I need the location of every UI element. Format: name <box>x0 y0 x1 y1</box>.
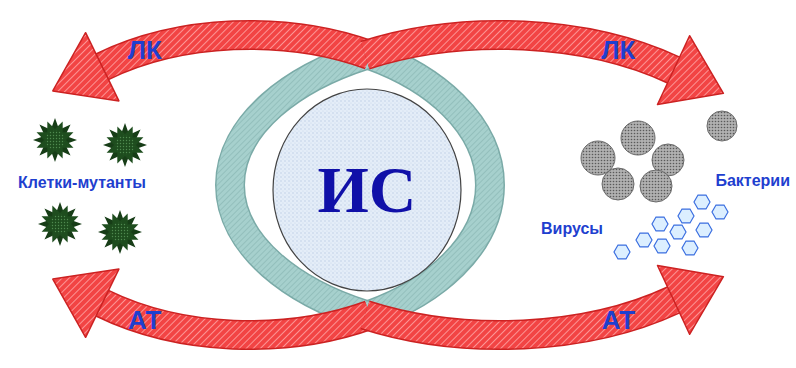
arrow-label: АТ <box>128 306 161 335</box>
virus <box>682 241 698 255</box>
arrow-band <box>102 303 370 335</box>
cell-label: Бактерии <box>715 172 790 190</box>
system-ellipse: ИС <box>272 88 462 292</box>
virus <box>636 233 652 247</box>
arrow-head <box>53 33 119 101</box>
curved-arrow <box>365 266 723 336</box>
arrow-band <box>102 35 370 67</box>
arrow-band <box>365 300 674 335</box>
curved-arrow <box>365 35 723 105</box>
mutant-cell <box>29 114 81 166</box>
loop-arrows <box>53 33 724 338</box>
bacterium <box>621 121 655 155</box>
virus <box>712 205 728 219</box>
arrow-head <box>53 269 119 337</box>
cell-label: Вирусы <box>541 220 603 238</box>
bacterium <box>707 111 737 141</box>
bacteria <box>581 111 737 202</box>
arrow-head <box>658 36 724 105</box>
arrow-label: ЛК <box>601 36 635 65</box>
arrow-head <box>658 266 724 335</box>
ellipse-shape <box>273 89 461 291</box>
cell-label: Клетки-мутанты <box>18 174 146 192</box>
virus <box>694 195 710 209</box>
curved-arrow <box>53 33 370 101</box>
arrow-band <box>365 300 674 335</box>
bacterium <box>602 168 634 200</box>
arrow-label: АТ <box>602 306 635 335</box>
virus <box>614 245 630 259</box>
bacterium <box>640 170 672 202</box>
arrow-band <box>102 303 370 335</box>
virus <box>678 209 694 223</box>
arrow-band <box>365 35 674 70</box>
virus <box>670 225 686 239</box>
mutant-cell <box>34 198 86 250</box>
arrow-band <box>102 35 370 67</box>
virus <box>652 217 668 231</box>
virus <box>696 223 712 237</box>
mutant-cell <box>94 206 146 258</box>
arrow-band <box>365 35 674 70</box>
viruses <box>614 195 728 259</box>
virus <box>654 239 670 253</box>
arrow-label: ЛК <box>128 36 162 65</box>
mutant-cell <box>99 119 151 171</box>
node-title: ИС <box>318 157 417 223</box>
